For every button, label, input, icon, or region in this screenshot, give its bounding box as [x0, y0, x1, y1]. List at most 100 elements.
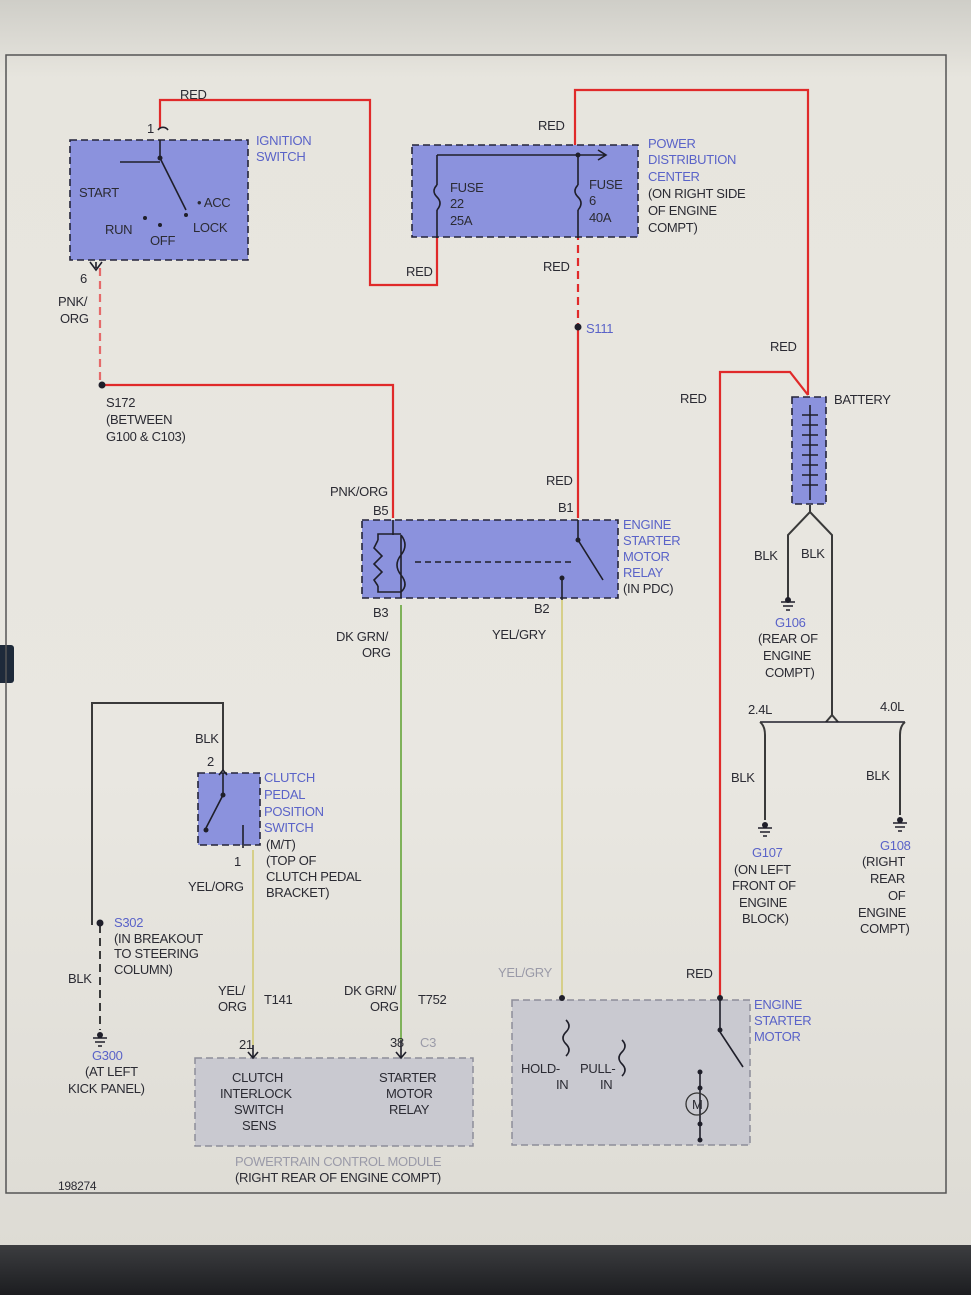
- svg-text:RED: RED: [770, 339, 797, 354]
- fuse22-label: FUSE: [450, 180, 484, 195]
- svg-text:(TOP OF: (TOP OF: [266, 853, 317, 868]
- pdc-title-2: DISTRIBUTION: [648, 152, 736, 167]
- fuse22-number: 22: [450, 196, 464, 211]
- wire-pnk-org-relay: [102, 383, 395, 518]
- svg-text:ENGINE: ENGINE: [754, 997, 803, 1012]
- svg-text:TO STEERING: TO STEERING: [114, 946, 199, 961]
- svg-text:PNK/ORG: PNK/ORG: [330, 484, 388, 499]
- svg-text:YEL/GRY: YEL/GRY: [498, 965, 553, 980]
- svg-text:REAR: REAR: [870, 871, 905, 886]
- relay-title-4: RELAY: [623, 565, 664, 580]
- svg-text:ENGINE: ENGINE: [858, 905, 907, 920]
- pdc-title-5: OF ENGINE: [648, 203, 717, 218]
- splices: S172 (BETWEEN G100 & C103) S111 S302 (IN…: [96, 321, 614, 977]
- pdc-title-4: (ON RIGHT SIDE: [648, 186, 746, 201]
- wire-blk-battery-ground: [809, 511, 833, 715]
- svg-text:COMPT): COMPT): [765, 665, 814, 680]
- relay-title-2: STARTER: [623, 533, 680, 548]
- svg-text:G106: G106: [775, 615, 806, 630]
- clutch-pin-1: 1: [234, 854, 241, 869]
- svg-text:RED: RED: [546, 473, 573, 488]
- ignition-pin-6: 6: [80, 271, 87, 286]
- svg-text:SWITCH: SWITCH: [234, 1102, 283, 1117]
- svg-text:BLK: BLK: [866, 768, 890, 783]
- wire-blk-clutch: [91, 702, 224, 925]
- motor-symbol: M: [692, 1097, 703, 1112]
- svg-text:(REAR OF: (REAR OF: [758, 631, 818, 646]
- svg-text:SENS: SENS: [242, 1118, 277, 1133]
- wire-red-battery-starter: [718, 370, 809, 998]
- pcm-c3: C3: [420, 1035, 436, 1050]
- power-distribution-center: FUSE 22 25A FUSE 6 40A POWER DISTRIBUTIO…: [411, 136, 746, 238]
- pos-lock: LOCK: [193, 220, 228, 235]
- svg-text:BLOCK): BLOCK): [742, 911, 789, 926]
- svg-text:YEL/GRY: YEL/GRY: [492, 627, 547, 642]
- svg-text:(RIGHT: (RIGHT: [862, 854, 905, 869]
- engine-starter-motor: M HOLD- IN PULL- IN ENGINE STARTER MOTOR: [511, 995, 812, 1146]
- battery-label: BATTERY: [834, 392, 891, 407]
- svg-text:DK GRN/: DK GRN/: [344, 983, 397, 998]
- pdc-title-6: COMPT): [648, 220, 697, 235]
- monitor-bezel: [0, 1245, 971, 1295]
- svg-text:MOTOR: MOTOR: [754, 1029, 801, 1044]
- svg-text:BRACKET): BRACKET): [266, 885, 329, 900]
- s111-label: S111: [586, 321, 613, 336]
- svg-text:ORG: ORG: [218, 999, 247, 1014]
- grounds: G106 (REAR OF ENGINE COMPT) G107 (ON LEF…: [68, 597, 911, 1096]
- svg-text:(IN BREAKOUT: (IN BREAKOUT: [114, 931, 203, 946]
- connector-t141: T141: [264, 992, 293, 1007]
- svg-text:BLK: BLK: [68, 971, 92, 986]
- svg-text:S172: S172: [106, 395, 135, 410]
- fuse22-rating: 25A: [450, 213, 473, 228]
- relay-title-3: MOTOR: [623, 549, 670, 564]
- svg-text:ORG: ORG: [60, 311, 89, 326]
- splice-s172: [98, 381, 106, 389]
- wire-labels: RED RED RED RED RED RED RED RED PNK/ ORG…: [58, 87, 891, 1014]
- svg-text:RED: RED: [538, 118, 565, 133]
- svg-text:BLK: BLK: [754, 548, 778, 563]
- relay-title-1: ENGINE: [623, 517, 672, 532]
- engine-2-4l: 2.4L: [748, 702, 772, 717]
- pin-b3: B3: [373, 605, 388, 620]
- engine-option-curves: [759, 721, 906, 736]
- svg-text:G108: G108: [880, 838, 911, 853]
- svg-text:BLK: BLK: [731, 770, 755, 785]
- relay-subtitle: (IN PDC): [623, 581, 673, 596]
- figure-number: 198274: [58, 1179, 97, 1193]
- ignition-switch: 1 6 START RUN OFF • ACC LOCK IGNITION SW…: [69, 121, 312, 286]
- ignition-title-2: SWITCH: [256, 149, 305, 164]
- svg-text:RED: RED: [543, 259, 570, 274]
- pin-b1: B1: [558, 500, 573, 515]
- svg-text:ENGINE: ENGINE: [763, 648, 812, 663]
- powertrain-control-module: 21 38 C3 T141 T752 CLUTCH INTERLOCK SWIT…: [194, 992, 474, 1185]
- svg-text:CLUTCH PEDAL: CLUTCH PEDAL: [266, 869, 361, 884]
- svg-text:STARTER: STARTER: [754, 1013, 811, 1028]
- pos-off: OFF: [150, 233, 175, 248]
- diagram-border: [5, 54, 947, 1194]
- wire-red-battery-pdc: [573, 88, 810, 395]
- svg-text:MOTOR: MOTOR: [386, 1086, 433, 1101]
- svg-text:(AT LEFT: (AT LEFT: [85, 1064, 138, 1079]
- svg-text:CLUTCH: CLUTCH: [264, 770, 315, 785]
- svg-text:(RIGHT REAR OF ENGINE COMPT): (RIGHT REAR OF ENGINE COMPT): [235, 1170, 441, 1185]
- svg-text:FRONT OF: FRONT OF: [732, 878, 796, 893]
- side-tab[interactable]: [0, 645, 14, 683]
- clutch-pedal-switch: BLK 2 1 YEL/ORG CLUTCH PEDAL POSITION SW…: [188, 731, 362, 900]
- wires: [91, 88, 906, 1140]
- pdc-title-3: CENTER: [648, 169, 700, 184]
- svg-text:YEL/ORG: YEL/ORG: [188, 879, 244, 894]
- svg-text:STARTER: STARTER: [379, 1070, 436, 1085]
- svg-text:ORG: ORG: [362, 645, 391, 660]
- svg-text:DK GRN/: DK GRN/: [336, 629, 389, 644]
- pcm-pin-21: 21: [239, 1037, 253, 1052]
- svg-text:YEL/: YEL/: [218, 983, 246, 998]
- svg-text:(BETWEEN: (BETWEEN: [106, 412, 172, 427]
- svg-text:PULL-: PULL-: [580, 1061, 615, 1076]
- svg-text:IN: IN: [556, 1077, 568, 1092]
- svg-text:COLUMN): COLUMN): [114, 962, 173, 977]
- splice-s111: [574, 323, 582, 331]
- splice-s302: [96, 919, 104, 927]
- svg-text:G300: G300: [92, 1048, 123, 1063]
- svg-text:(ON LEFT: (ON LEFT: [734, 862, 791, 877]
